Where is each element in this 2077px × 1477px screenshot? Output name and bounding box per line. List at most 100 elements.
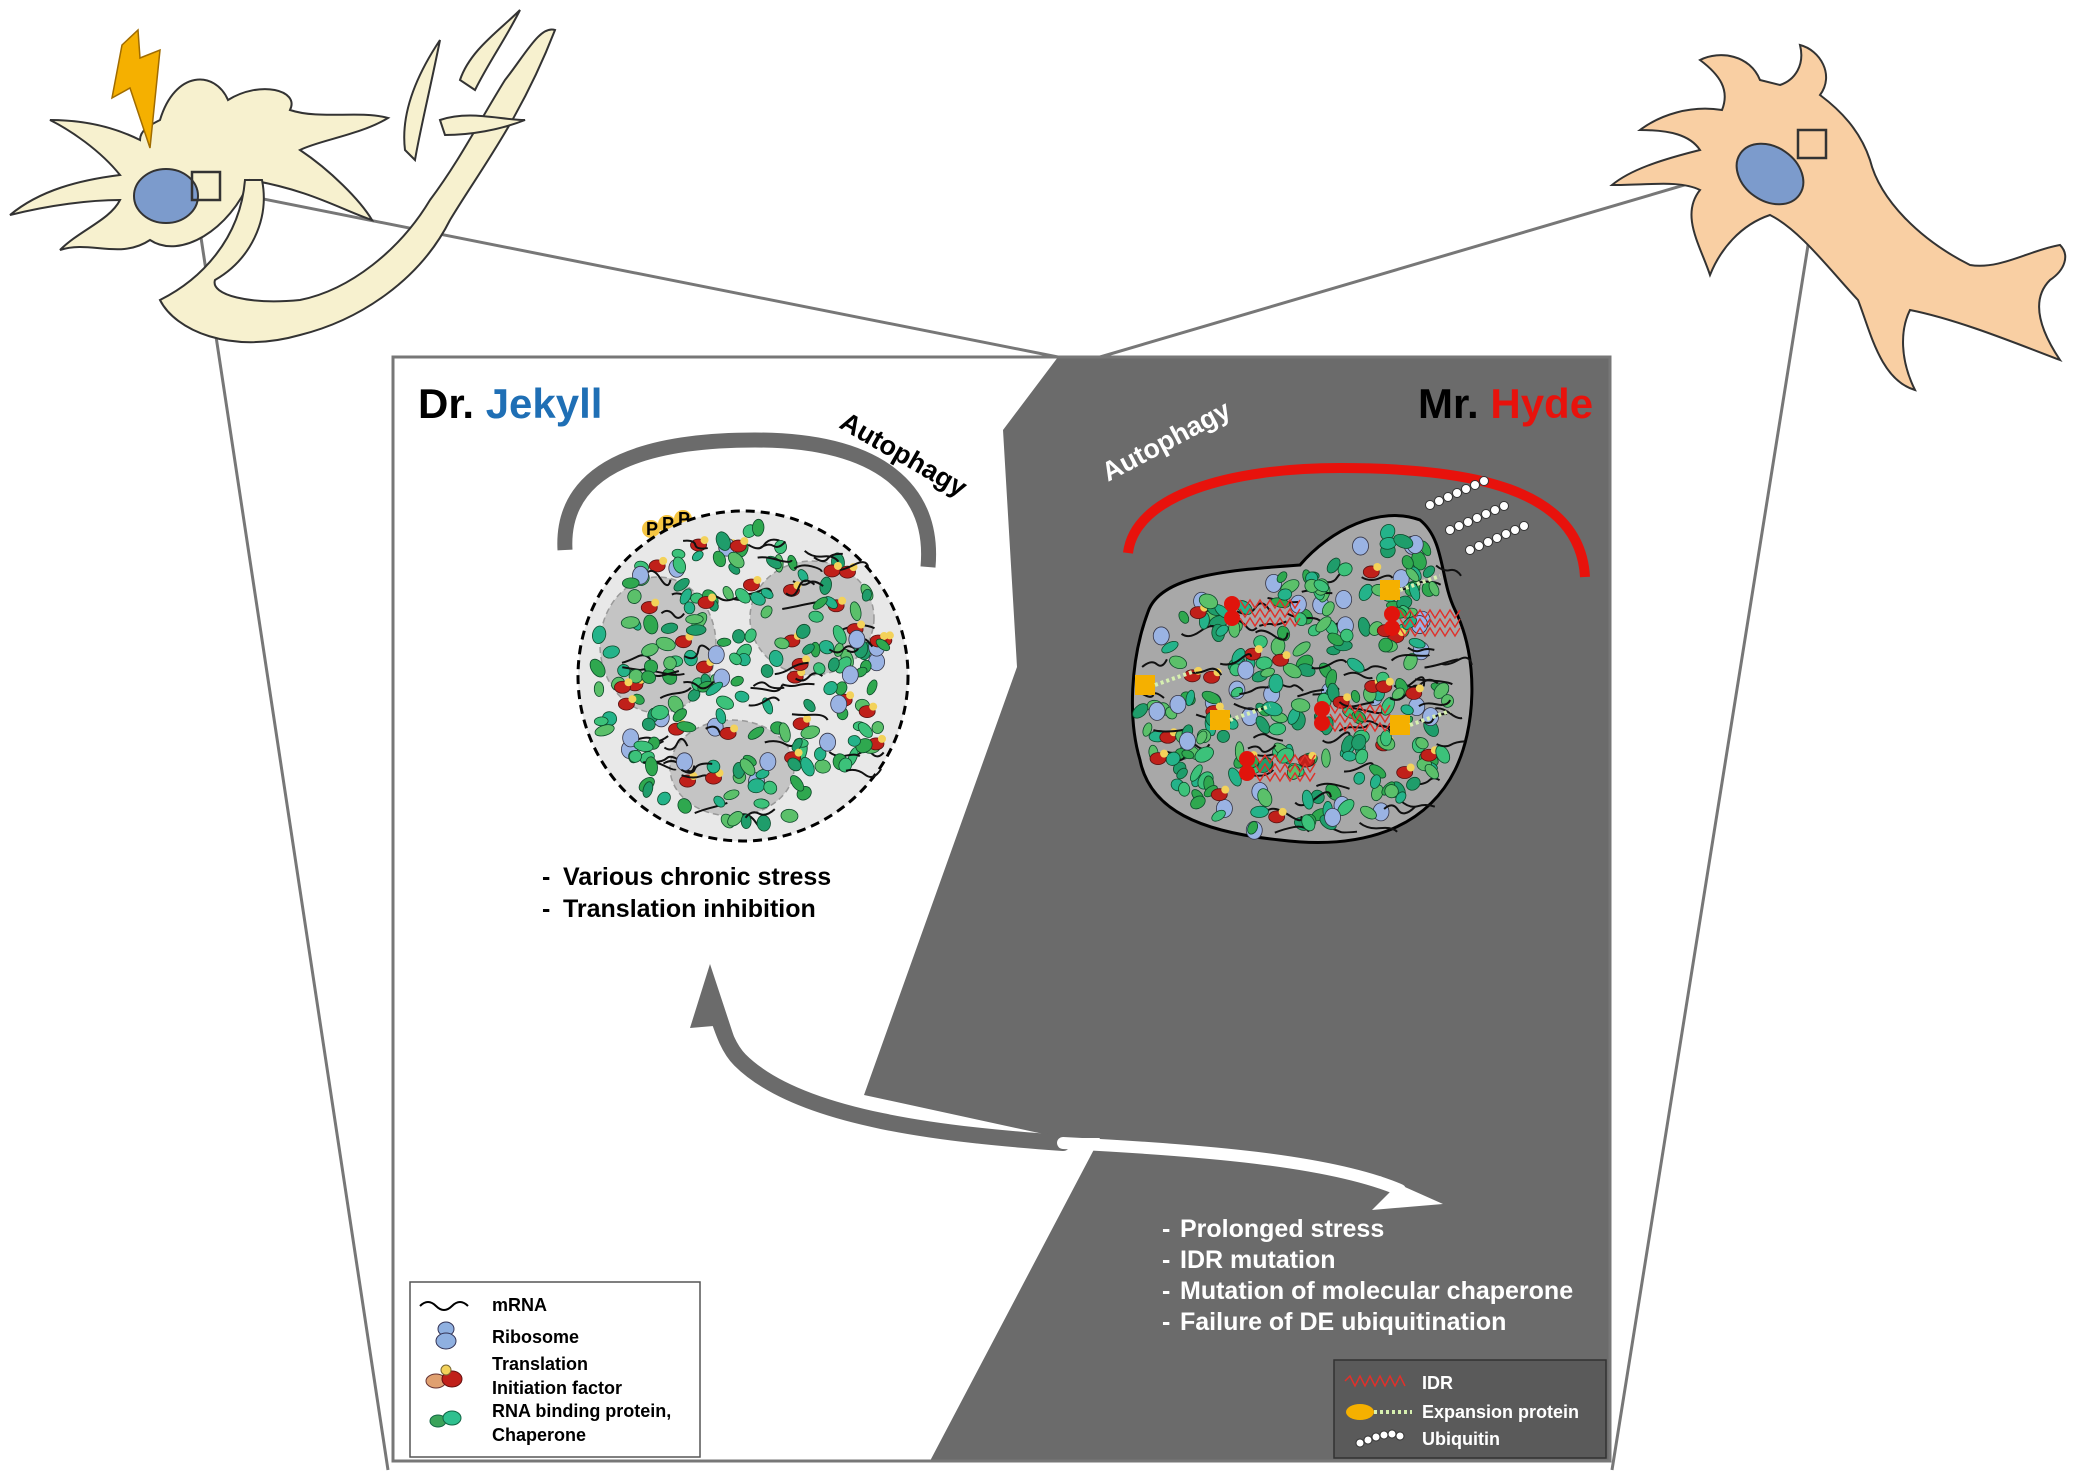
expansion-tail — [1409, 709, 1451, 727]
hyde-protein — [1384, 784, 1399, 799]
jekyll-factor-dot — [885, 631, 894, 640]
jekyll-factor-dot — [838, 596, 847, 605]
hyde-protein — [1321, 748, 1331, 768]
hyde-protein — [1250, 805, 1269, 818]
hyde-mrna — [1418, 699, 1452, 708]
jekyll-protein — [755, 769, 770, 779]
expansion-tail — [1399, 574, 1441, 592]
hyde-mrna — [1424, 658, 1459, 669]
hyde-protein — [1268, 673, 1284, 694]
jekyll-mrna — [813, 552, 843, 563]
hyde-mrna — [1252, 733, 1284, 742]
hyde-mrna — [1311, 659, 1348, 670]
hyde-protein — [1393, 533, 1414, 549]
hyde-protein — [1360, 805, 1377, 820]
jekyll-mrna — [759, 540, 787, 549]
jekyll-protein — [727, 811, 744, 827]
jekyll-mrna — [793, 564, 823, 573]
jekyll-mrna — [744, 808, 776, 819]
legend-left-box — [409, 1281, 701, 1458]
jekyll-mrna — [645, 569, 672, 587]
hyde-protein — [1350, 690, 1361, 703]
jekyll-ribosome — [841, 665, 859, 685]
idr-anchor — [1239, 765, 1255, 781]
hyde-title-name: Hyde — [1490, 380, 1593, 427]
hyde-mrna — [1350, 706, 1384, 715]
glia-cell — [1609, 43, 2067, 392]
jekyll-protein — [727, 551, 745, 569]
expansion-protein — [1210, 710, 1230, 730]
hyde-protein — [1301, 814, 1316, 832]
jekyll-protein — [778, 722, 791, 743]
ubiquitin-bead — [1490, 505, 1500, 515]
hyde-mrna — [1435, 564, 1462, 577]
jekyll-protein — [713, 795, 726, 808]
jekyll-protein — [655, 636, 676, 652]
hyde-factor-dot — [1385, 677, 1394, 686]
hyde-protein — [1178, 610, 1190, 624]
jekyll-mrna — [757, 556, 793, 563]
jekyll-protein — [676, 721, 697, 733]
idr-strand — [1254, 771, 1316, 783]
hyde-protein — [1370, 774, 1382, 789]
svg-text:Mr. Hyde: Mr. Hyde — [1418, 380, 1593, 427]
expansion-tail — [1229, 704, 1271, 722]
jekyll-protein — [739, 758, 756, 776]
hyde-protein — [1194, 746, 1214, 763]
jekyll-protein — [800, 756, 815, 777]
hyde-mrna — [1322, 731, 1351, 744]
rbp-chaperone-icon — [429, 1410, 462, 1428]
idr-anchor — [1314, 701, 1330, 717]
svg-text:-Translation inhibition: -Translation inhibition — [542, 895, 816, 923]
hyde-protein — [1337, 562, 1353, 577]
hyde-protein — [1346, 657, 1365, 673]
hyde-protein — [1292, 641, 1311, 657]
hyde-mrna — [1141, 658, 1168, 668]
jekyll-protein — [752, 518, 765, 537]
hyde-protein — [1406, 776, 1421, 791]
jekyll-protein — [808, 610, 824, 623]
idr-strand — [1399, 608, 1461, 620]
jekyll-protein — [744, 628, 757, 643]
hyde-mrna — [1436, 740, 1465, 748]
hyde-protein — [1290, 698, 1311, 713]
hyde-mrna — [1435, 707, 1463, 720]
hyde-protein — [1301, 789, 1314, 810]
jekyll-factor-dot — [869, 702, 878, 711]
hyde-ribosome — [1324, 807, 1341, 827]
legend-ribosome-label: Ribosome — [492, 1327, 579, 1347]
jekyll-protein — [732, 629, 746, 644]
hyde-protein — [1326, 557, 1341, 574]
aggregate-features-hyde — [1135, 476, 1529, 783]
hyde-protein — [1395, 791, 1407, 804]
hyde-ribosome — [1152, 626, 1170, 646]
hyde-protein — [1357, 616, 1371, 637]
jekyll-protein — [645, 756, 658, 777]
hyde-factor-dot — [1254, 645, 1263, 654]
hyde-protein — [1422, 565, 1436, 578]
jekyll-protein — [760, 605, 773, 619]
jekyll-mrna — [684, 644, 716, 660]
jekyll-factor-dot — [708, 593, 717, 602]
arrow-to-jekyll — [704, 992, 1071, 1151]
hyde-factor-dot — [1278, 807, 1287, 816]
jekyll-protein — [857, 722, 873, 738]
hyde-protein — [1277, 588, 1293, 601]
jekyll-protein — [620, 616, 640, 629]
hyde-bullet-2: IDR mutation — [1180, 1246, 1336, 1274]
hyde-protein — [1327, 632, 1344, 647]
ubiquitin-icon — [1355, 1429, 1405, 1448]
jekyll-protein — [768, 649, 784, 667]
svg-text:Dr. Jekyll: Dr. Jekyll — [418, 380, 602, 427]
idr-strand — [1254, 762, 1316, 774]
idr-anchor — [1384, 620, 1400, 636]
jekyll-protein — [642, 781, 654, 798]
hyde-factor-dot — [1282, 651, 1291, 660]
jekyll-protein — [847, 735, 861, 747]
jekyll-protein — [803, 698, 816, 713]
idr-strand — [1239, 598, 1301, 610]
idr-strand — [1239, 616, 1301, 628]
translation-factor-icon — [425, 1364, 463, 1389]
ubiquitin-bead — [1510, 525, 1520, 535]
